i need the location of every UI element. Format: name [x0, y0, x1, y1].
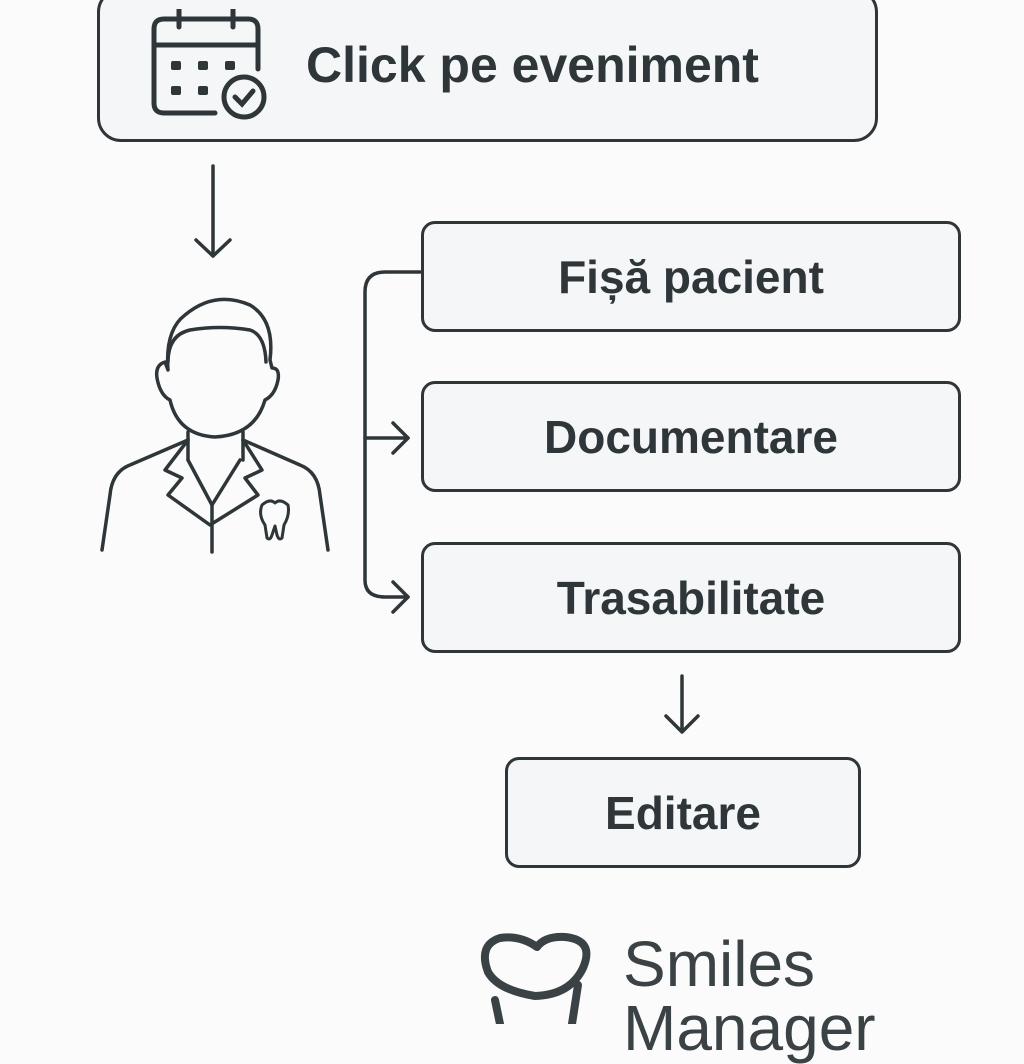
start-box-click-pe-eveniment[interactable]: Click pe eveniment [97, 0, 878, 142]
start-label: Click pe eveniment [306, 37, 759, 93]
calendar-check-icon [151, 9, 267, 120]
option-label: Documentare [544, 410, 838, 463]
option-label: Trasabilitate [556, 571, 826, 624]
end-label: Editare [605, 786, 761, 839]
option-documentare[interactable]: Documentare [421, 381, 961, 492]
logo-text-manager: Manager [623, 992, 876, 1064]
option-trasabilitate[interactable]: Trasabilitate [421, 542, 961, 653]
option-fisa-pacient[interactable]: Fișă pacient [421, 221, 961, 332]
dentist-icon [100, 297, 330, 554]
smiles-manager-logo-icon [481, 932, 591, 1024]
branch-bracket [363, 270, 422, 614]
arrow-down-to-editare [664, 674, 700, 734]
logo-text-smiles: Smiles [623, 928, 816, 1000]
connectors [100, 164, 700, 1024]
arrow-down-to-actor [194, 164, 232, 258]
option-label: Fișă pacient [558, 250, 824, 303]
end-box-editare[interactable]: Editare [505, 757, 861, 868]
